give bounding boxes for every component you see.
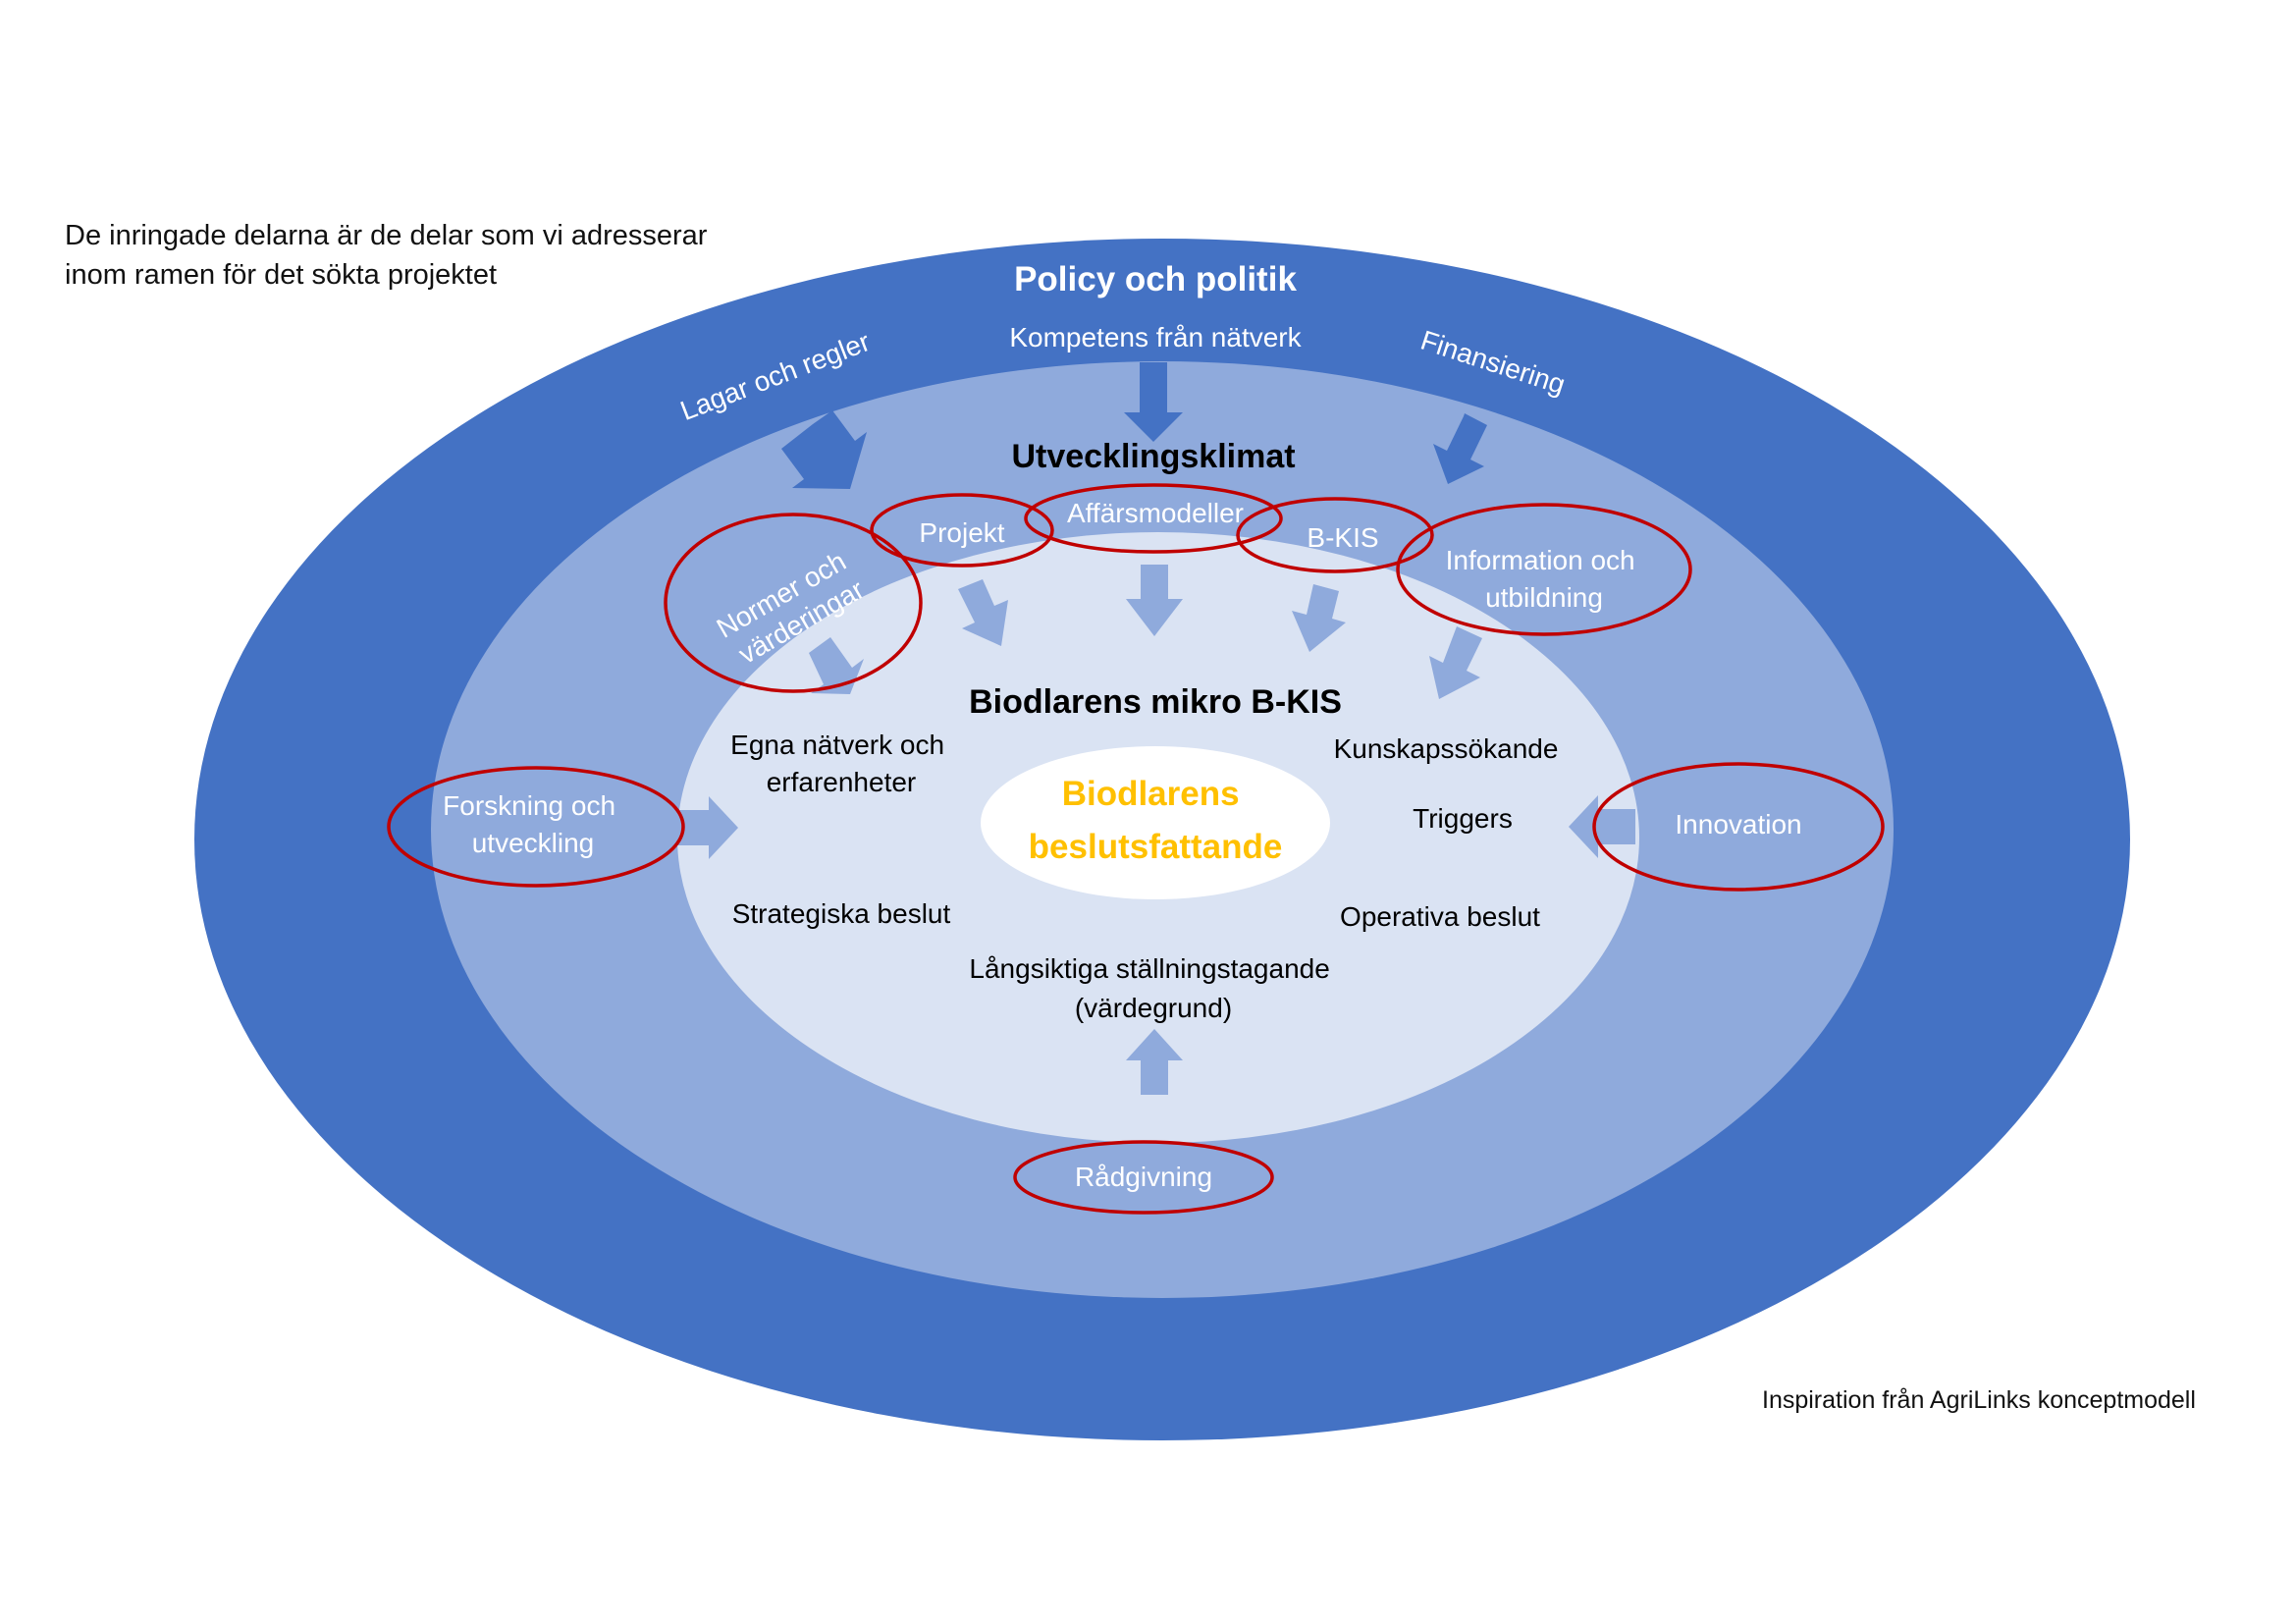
highlight-normer bbox=[664, 513, 923, 693]
arrow-icon bbox=[781, 410, 867, 489]
highlight-innovation bbox=[1592, 762, 1885, 892]
arrow-icon bbox=[1569, 795, 1635, 858]
inner-item-kunskap: Kunskapssökande bbox=[1334, 733, 1559, 764]
highlight-radgivning bbox=[1013, 1140, 1274, 1215]
core-title-line-2: beslutsfattande bbox=[1029, 828, 1283, 866]
inner-item-egna-line-1: Egna nätverk och bbox=[730, 730, 944, 760]
middle-item-radgivning: Rådgivning bbox=[1075, 1162, 1212, 1192]
middle-item-affarsmodeller: Affärsmodeller bbox=[1067, 498, 1244, 528]
core-title-line-1: Biodlarens bbox=[1062, 775, 1240, 813]
arrow-icon bbox=[1292, 584, 1346, 652]
arrow-icon bbox=[1124, 362, 1183, 442]
highlight-projekt bbox=[870, 493, 1054, 568]
arrow-icon bbox=[1429, 626, 1482, 699]
highlight-forskning bbox=[387, 766, 685, 888]
middle-item-bkis: B-KIS bbox=[1307, 522, 1378, 553]
inner-item-langsiktiga: Långsiktiga ställningstagande (värdegrun… bbox=[969, 953, 1337, 1023]
middle-item-information-line-1: Information och bbox=[1446, 545, 1635, 575]
middle-item-innovation: Innovation bbox=[1675, 809, 1801, 839]
highlight-affarsmodeller bbox=[1024, 483, 1283, 554]
core-ellipse bbox=[981, 746, 1330, 899]
project-note: De inringade delarna är de delar som vi … bbox=[65, 216, 707, 295]
middle-item-information-line-2: utbildning bbox=[1485, 582, 1603, 613]
middle-item-forskning-line-1: Forskning och bbox=[443, 790, 615, 821]
highlight-information bbox=[1396, 503, 1692, 636]
inner-item-langsiktiga-line-2: (värdegrund) bbox=[1075, 993, 1232, 1023]
core-title: Biodlarens beslutsfattande bbox=[1029, 775, 1283, 866]
inner-item-egna: Egna nätverk och erfarenheter bbox=[730, 730, 952, 797]
highlight-bkis bbox=[1236, 497, 1434, 573]
inner-item-egna-line-2: erfarenheter bbox=[767, 767, 917, 797]
inner-item-langsiktiga-line-1: Långsiktiga ställningstagande bbox=[969, 953, 1329, 984]
inner-item-operativa: Operativa beslut bbox=[1340, 901, 1540, 932]
arrow-icon bbox=[675, 796, 738, 859]
credit-text: Inspiration från AgriLinks konceptmodell bbox=[1762, 1386, 2196, 1414]
project-note-line-1: De inringade delarna är de delar som vi … bbox=[65, 220, 708, 251]
inner-title: Biodlarens mikro B-KIS bbox=[969, 683, 1342, 721]
middle-item-forskning: Forskning och utveckling bbox=[443, 790, 623, 858]
middle-item-information: Information och utbildning bbox=[1446, 545, 1643, 613]
arrow-icon bbox=[1126, 1029, 1183, 1095]
middle-item-forskning-line-2: utveckling bbox=[472, 828, 595, 858]
arrow-icon bbox=[809, 637, 864, 694]
arrow-icon bbox=[958, 579, 1008, 646]
inner-item-strategiska: Strategiska beslut bbox=[732, 898, 951, 929]
inner-item-triggers: Triggers bbox=[1413, 803, 1513, 834]
outer-title: Policy och politik bbox=[1014, 260, 1297, 298]
middle-title: Utvecklingsklimat bbox=[1011, 438, 1295, 475]
project-note-line-2: inom ramen för det sökta projektet bbox=[65, 259, 498, 291]
middle-item-projekt: Projekt bbox=[919, 517, 1004, 548]
arrow-icon bbox=[1433, 413, 1487, 484]
arrow-icon bbox=[1126, 565, 1183, 636]
outer-item-kompetens: Kompetens från nätverk bbox=[1009, 322, 1302, 352]
